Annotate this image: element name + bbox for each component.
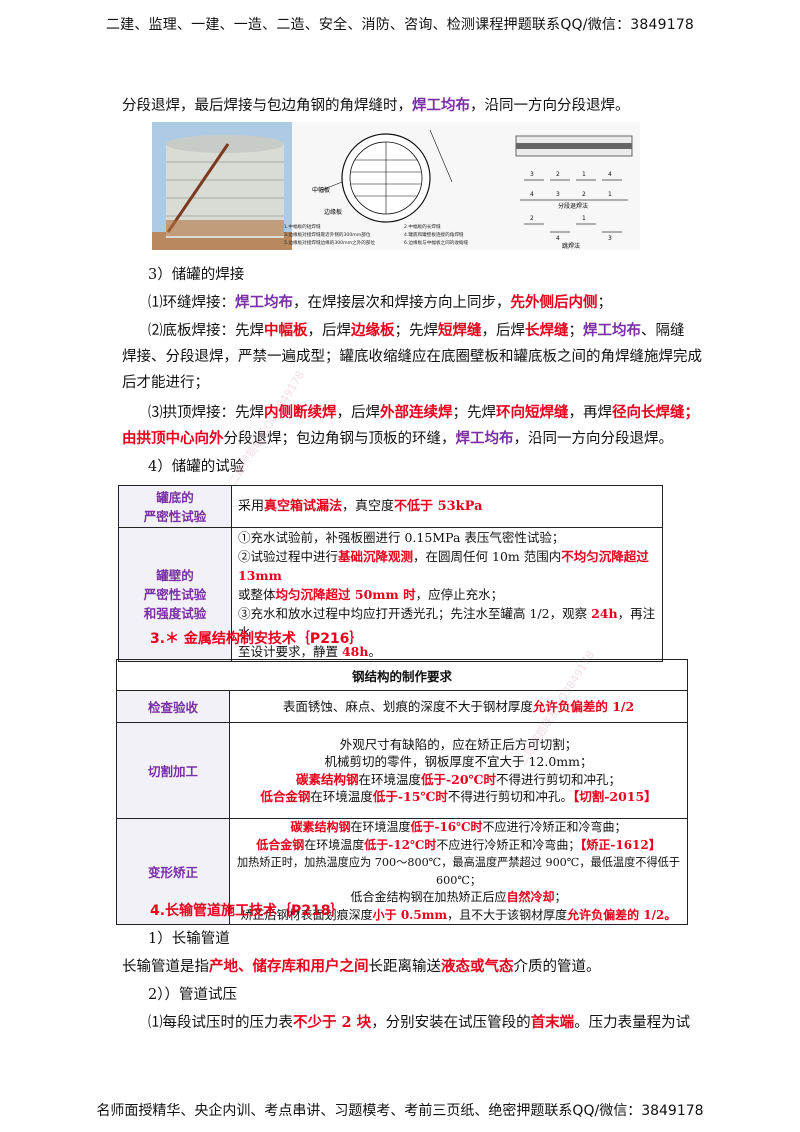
p2-line1: ⑵底板焊接：先焊中幅板，后焊边缘板；先焊短焊缝，后焊长焊缝；焊工均布、隔缝	[148, 322, 685, 339]
legend-2: 2.中幅板的长焊缝	[404, 223, 441, 230]
p2-line2: 焊接、分段退焊，严禁一遍成型；罐底收缩缝应在底圈壁板和罐底板之间的角焊缝施焊完成	[122, 349, 702, 365]
row-label-straightening: 变形矫正	[116, 818, 230, 925]
label-skip-weld: 跳焊法	[562, 242, 580, 250]
row-label-cutting: 切割加工	[116, 722, 230, 819]
legend-4: 4.罐底和罐壁板连接的角焊缝	[404, 231, 464, 238]
legend-1: 1.中幅板的短焊缝	[284, 223, 321, 230]
row-label-tank-wall: 罐壁的严密性试验和强度试验	[118, 527, 232, 662]
p1-line: ⑴环缝焊接：焊工均布，在焊接层次和焊接方向上同步，先外侧后内侧；	[148, 294, 612, 311]
p41-line: 长输管道是指产地、储存库和用户之间长距离输送液态或气态介质的管道。	[122, 958, 601, 975]
table-row: 变形矫正 碳素结构钢在环境温度低于-16℃时不应进行冷矫正和冷弯曲； 低合金钢在…	[116, 818, 688, 925]
row-label-tank-bottom: 罐底的严密性试验	[118, 485, 232, 528]
steel-fabrication-table: 钢结构的制作要求 检查验收 表面锈蚀、麻点、划痕的深度不大于钢材厚度允许负偏差的…	[116, 659, 688, 925]
table-title: 钢结构的制作要求	[116, 659, 688, 691]
legend-6: 6.边缘板与中幅板之间的收缩缝	[404, 239, 469, 246]
s41-heading: 1）长输管道	[148, 931, 230, 947]
table-row: 切割加工 外观尺寸有缺陷的，应在矫正后方可切割； 机械剪切的零件，钢板厚度不宜大…	[116, 722, 688, 819]
s4-heading: 4）储罐的试验	[148, 459, 245, 475]
cell-tank-bottom: 采用真空箱试漏法，真空度不低于 53kPa	[231, 485, 663, 528]
tank-welding-illustration: 中幅板 边缘板 1.中幅板的短焊缝 2.中幅板的长焊缝 3.边缘板对接焊缝靠近外…	[152, 122, 633, 250]
table-row: 罐底的严密性试验 采用真空箱试漏法，真空度不低于 53kPa	[118, 485, 663, 528]
table-header-row: 钢结构的制作要求	[116, 659, 688, 691]
legend-3: 3.边缘板对接焊缝靠近外侧的300mm部位	[284, 231, 371, 238]
svg-text:4: 4	[556, 235, 560, 242]
cell-cutting: 外观尺寸有缺陷的，应在矫正后方可切割； 机械剪切的零件，钢板厚度不宜大于 12.…	[229, 722, 688, 819]
label-mid-plate: 中幅板	[312, 186, 330, 194]
svg-text:3: 3	[608, 235, 612, 242]
cell-straightening: 碳素结构钢在环境温度低于-16℃时不应进行冷矫正和冷弯曲； 低合金钢在环境温度低…	[229, 818, 688, 925]
svg-text:3: 3	[530, 171, 534, 178]
figure-tank-welding: 中幅板 边缘板 1.中幅板的短焊缝 2.中幅板的长焊缝 3.边缘板对接焊缝靠近外…	[152, 122, 640, 250]
table-row: 检查验收 表面锈蚀、麻点、划痕的深度不大于钢材厚度允许负偏差的 1/2	[116, 690, 688, 723]
legend-5: 5.边缘板对接焊缝边缘的300mm之外的部位	[284, 239, 375, 246]
row-label-inspection: 检查验收	[116, 690, 230, 723]
intro-line: 分段退焊，最后焊接与包边角钢的角焊缝时，焊工均布，沿同一方向分段退焊。	[122, 97, 630, 114]
svg-text:1: 1	[582, 171, 586, 178]
svg-text:4: 4	[608, 171, 612, 178]
svg-text:2: 2	[556, 171, 560, 178]
s3-heading: 3）储罐的焊接	[148, 267, 245, 283]
svg-text:1: 1	[582, 215, 586, 222]
svg-text:2: 2	[530, 215, 534, 222]
p3-line1: ⑶拱顶焊接：先焊内侧断续焊，后焊外部连续焊；先焊环向短焊缝，再焊径向长焊缝；	[148, 404, 699, 421]
svg-text:3: 3	[556, 191, 560, 198]
svg-text:4: 4	[530, 191, 534, 198]
cell-inspection: 表面锈蚀、麻点、划痕的深度不大于钢材厚度允许负偏差的 1/2	[229, 690, 688, 723]
section-4-title: 4.长输管道施工技术｛P218｝	[150, 903, 345, 919]
cell-tank-wall: ①充水试验前，补强板圈进行 0.15MPa 表压气密性试验； ②试验过程中进行基…	[231, 527, 663, 662]
p3-line2: 由拱顶中心向外分段退焊；包边角钢与顶板的环缝，焊工均布，沿同一方向分段退焊。	[122, 430, 673, 447]
label-edge-plate: 边缘板	[324, 208, 342, 216]
p42-line: ⑴每段试压时的压力表不少于 2 块，分别安装在试压管段的首末端。压力表量程为试	[148, 1014, 691, 1031]
section-3-title: 3.＊ 金属结构制安技术｛P216｝	[150, 631, 364, 647]
p2-line3: 后才能进行；	[122, 375, 209, 391]
page-footer: 名师面授精华、央企内训、考点串讲、习题模考、考前三页纸、绝密押题联系QQ/微信：…	[96, 1103, 704, 1119]
label-seg-back: 分段退焊法	[558, 202, 588, 210]
table-row: 罐壁的严密性试验和强度试验 ①充水试验前，补强板圈进行 0.15MPa 表压气密…	[118, 527, 663, 662]
s42-heading: 2））管道试压	[148, 987, 237, 1003]
tank-test-table: 罐底的严密性试验 采用真空箱试漏法，真空度不低于 53kPa 罐壁的严密性试验和…	[118, 485, 663, 662]
svg-text:1: 1	[608, 191, 612, 198]
page-header: 二建、监理、一建、一造、二造、安全、消防、咨询、检测课程押题联系QQ/微信：38…	[105, 17, 695, 33]
svg-text:2: 2	[582, 191, 586, 198]
